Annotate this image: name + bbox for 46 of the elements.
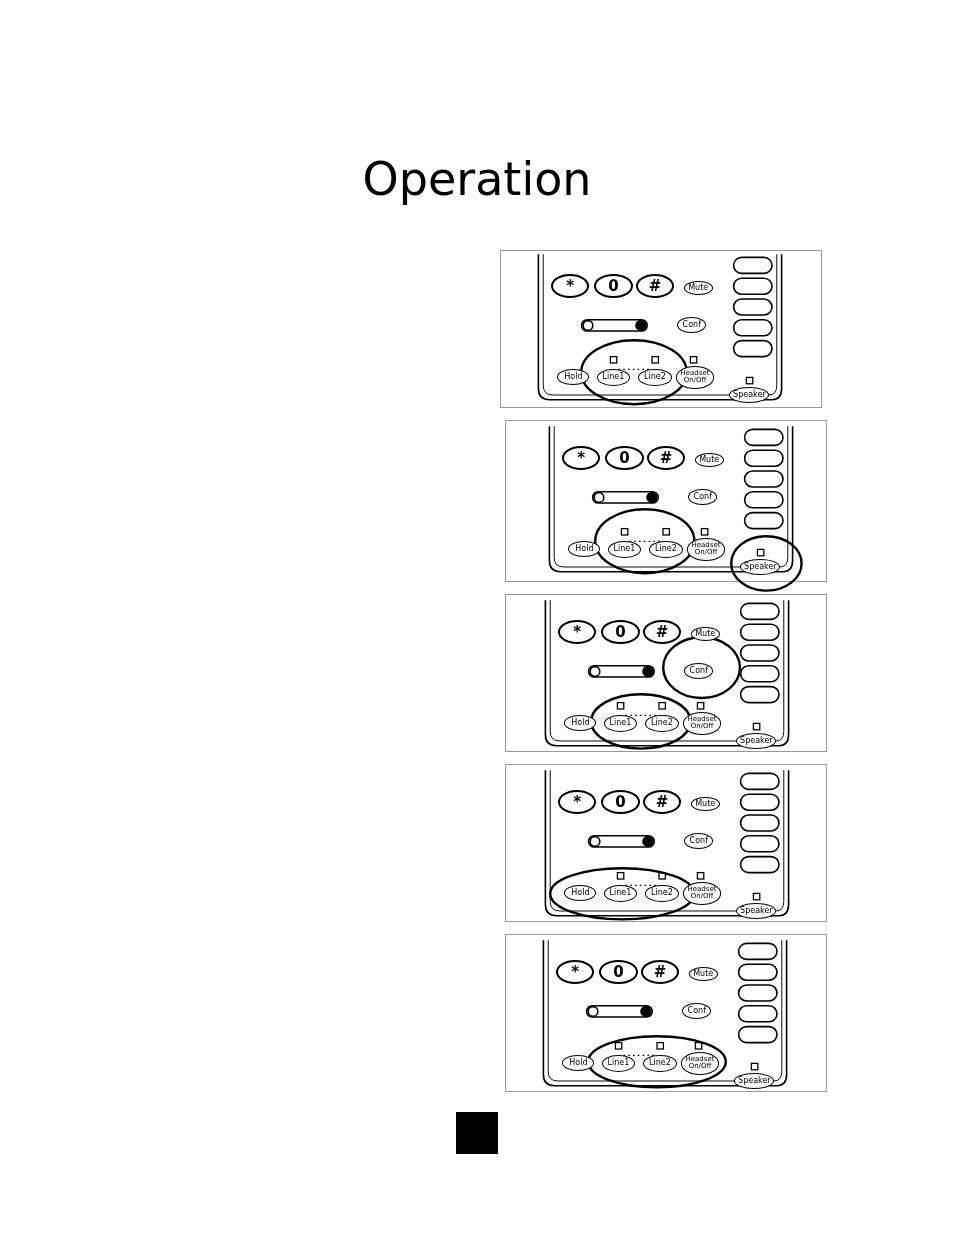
- phone-key: *: [551, 274, 590, 299]
- phone-key: Conf: [677, 316, 707, 333]
- phone-key: Hold: [562, 1055, 595, 1072]
- phone-key: 0: [601, 790, 640, 815]
- phone-key: Speaker: [734, 1073, 775, 1089]
- phone-key: Line1: [603, 884, 638, 903]
- phone-key: Hold: [568, 541, 601, 558]
- phone-key: 0: [601, 620, 640, 645]
- phone-key: Line2: [645, 714, 679, 733]
- phone-key: *: [556, 960, 595, 985]
- phone-key: Hold: [564, 715, 597, 732]
- phone-key: 0: [594, 274, 633, 299]
- phone-key: Line1: [596, 368, 631, 387]
- phone-key: Mute: [683, 280, 713, 295]
- phone-key: Hold: [564, 885, 597, 902]
- phone-key: Conf: [688, 488, 718, 505]
- phone-key: Line1: [607, 540, 642, 559]
- phone-key: Line2: [638, 368, 672, 387]
- phone-key: #: [642, 620, 682, 645]
- phone-key: #: [642, 790, 682, 815]
- phone-key: Conf: [682, 1002, 712, 1019]
- phone-key: Speaker: [729, 387, 770, 403]
- phone-key: Line2: [645, 884, 679, 903]
- phone-key: Mute: [690, 796, 720, 811]
- page-title: Operation: [361, 152, 593, 206]
- phone-key: Conf: [684, 832, 714, 849]
- phone-key: #: [635, 274, 675, 299]
- phone-key: Mute: [694, 452, 724, 467]
- phone-key: Line2: [649, 540, 683, 559]
- phone-key: Line1: [601, 1054, 636, 1073]
- phone-key: Conf: [684, 662, 714, 679]
- phone-key: Speaker: [736, 903, 777, 919]
- phone-key: #: [640, 960, 680, 985]
- phone-key: 0: [599, 960, 638, 985]
- phone-key: #: [646, 446, 686, 471]
- phone-key: Speaker: [740, 559, 781, 575]
- phone-key: *: [558, 620, 597, 645]
- phone-key: Hold: [557, 369, 590, 386]
- phone-key: 0: [605, 446, 644, 471]
- phone-key: Mute: [690, 626, 720, 641]
- phone-key: *: [558, 790, 597, 815]
- phone-key: *: [562, 446, 601, 471]
- phone-key: Mute: [688, 966, 718, 981]
- phone-key: Line1: [603, 714, 638, 733]
- phone-key: Speaker: [736, 733, 777, 749]
- phone-key: Line2: [643, 1054, 677, 1073]
